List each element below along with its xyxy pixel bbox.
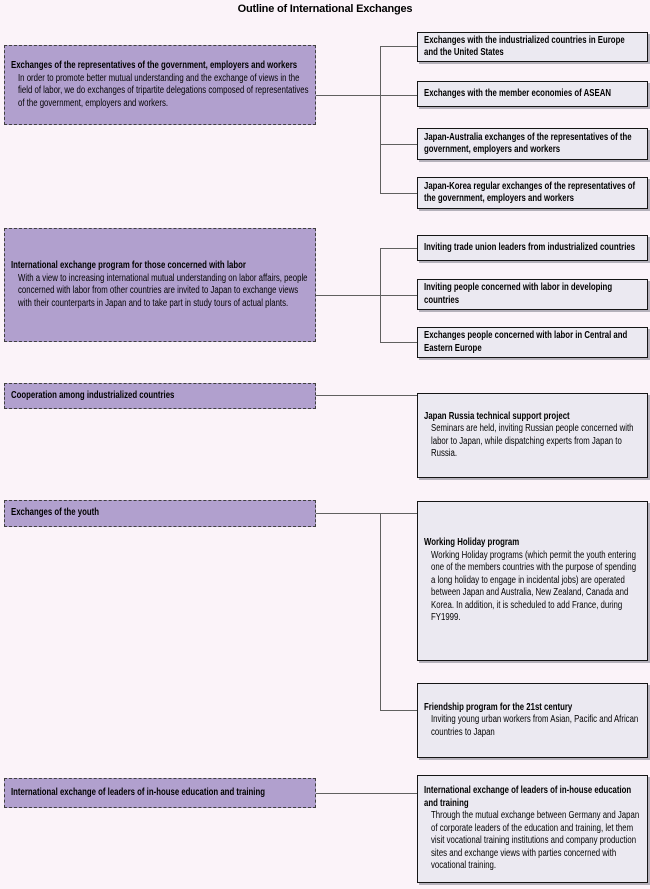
parent-box-youth-exchanges: Exchanges of the youth bbox=[4, 500, 316, 527]
connector-hline bbox=[316, 395, 417, 396]
parent-box-tripartite-exchanges: Exchanges of the representatives of the … bbox=[4, 45, 316, 125]
connector-hline bbox=[380, 342, 417, 343]
box-body: Inviting young urban workers from Asian,… bbox=[431, 714, 639, 738]
box-body: Working Holiday programs (which permit t… bbox=[431, 549, 637, 624]
box-title: Working Holiday program bbox=[424, 537, 520, 549]
box-title: Friendship program for the 21st century bbox=[424, 701, 573, 713]
child-box-asean: Exchanges with the member economies of A… bbox=[417, 81, 648, 107]
child-box-inhouse-training: International exchange of leaders of in-… bbox=[417, 775, 648, 883]
connector-vline bbox=[380, 513, 381, 711]
connector-hline bbox=[380, 193, 417, 194]
parent-box-inhouse-training: International exchange of leaders of in-… bbox=[4, 778, 316, 808]
box-title: Cooperation among industrialized countri… bbox=[11, 389, 175, 401]
child-box-friendship-21st: Friendship program for the 21st century … bbox=[417, 683, 648, 758]
child-box-working-holiday: Working Holiday program Working Holiday … bbox=[417, 501, 648, 661]
connector-vline bbox=[380, 46, 381, 194]
child-box-japan-australia: Japan-Australia exchanges of the represe… bbox=[417, 128, 648, 160]
diagram-title: Outline of International Exchanges bbox=[237, 3, 413, 15]
box-title: Exchanges with the member economies of A… bbox=[424, 87, 611, 99]
child-box-developing-countries: Inviting people concerned with labor in … bbox=[417, 279, 648, 310]
box-title: International exchange of leaders of in-… bbox=[11, 786, 265, 798]
box-body: Through the mutual exchange between Germ… bbox=[431, 810, 640, 872]
box-body: Seminars are held, inviting Russian peop… bbox=[431, 423, 634, 459]
connector-hline bbox=[316, 513, 417, 514]
box-title: International exchange program for those… bbox=[11, 260, 246, 271]
child-box-japan-russia: Japan Russia technical support project S… bbox=[417, 393, 648, 478]
box-title: Japan-Korea regular exchanges of the rep… bbox=[424, 180, 636, 205]
box-title: Inviting trade union leaders from indust… bbox=[424, 241, 636, 253]
connector-hline bbox=[316, 95, 417, 96]
box-title: Exchanges with the industrialized countr… bbox=[424, 34, 625, 59]
box-title: Exchanges of the representatives of the … bbox=[11, 60, 298, 71]
box-title: Japan Russia technical support project bbox=[424, 410, 570, 422]
parent-box-industrialized-cooperation: Cooperation among industrialized countri… bbox=[4, 383, 316, 409]
connector-vline bbox=[380, 248, 381, 343]
box-title: Japan-Australia exchanges of the represe… bbox=[424, 131, 632, 156]
connector-hline bbox=[380, 46, 417, 47]
child-box-japan-korea: Japan-Korea regular exchanges of the rep… bbox=[417, 177, 648, 209]
box-title: International exchange of leaders of in-… bbox=[424, 785, 632, 809]
connector-hline bbox=[380, 144, 417, 145]
parent-box-labor-program: International exchange program for those… bbox=[4, 228, 316, 342]
box-title: Exchanges people concerned with labor in… bbox=[424, 330, 628, 354]
connector-hline bbox=[316, 295, 417, 296]
box-title: Exchanges of the youth bbox=[11, 507, 99, 519]
connector-hline bbox=[380, 710, 417, 711]
child-box-europe-us: Exchanges with the industrialized countr… bbox=[417, 32, 648, 62]
box-body: With a view to increasing international … bbox=[18, 272, 308, 309]
box-body: In order to promote better mutual unders… bbox=[18, 72, 309, 109]
child-box-trade-union-leaders: Inviting trade union leaders from indust… bbox=[417, 235, 648, 261]
connector-hline bbox=[316, 793, 417, 794]
connector-hline bbox=[380, 248, 417, 249]
box-title: Inviting people concerned with labor in … bbox=[424, 282, 613, 306]
child-box-central-eastern-europe: Exchanges people concerned with labor in… bbox=[417, 327, 648, 358]
